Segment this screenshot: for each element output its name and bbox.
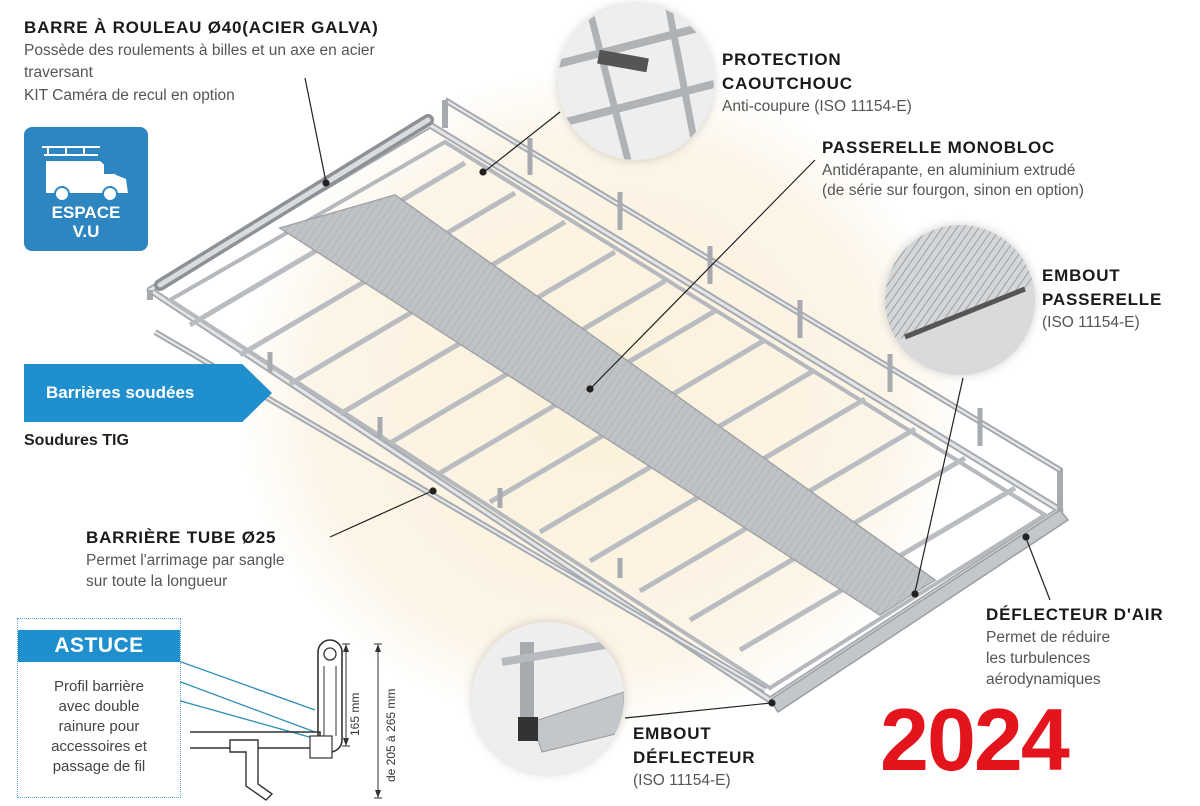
- deflector-end-desc: (ISO 11154-E): [633, 772, 731, 789]
- roller-bar-title: BARRE À ROULEAU Ø40(ACIER GALVA): [24, 18, 379, 37]
- van-icon: [42, 146, 128, 202]
- astuce-line-1: Profil barrière: [53, 678, 145, 695]
- rack-uprights: [267, 138, 983, 578]
- walkway-end-detail: [885, 225, 1035, 375]
- deflector-end-title-1: EMBOUT: [633, 724, 712, 743]
- walkway-end-title-1: EMBOUT: [1042, 266, 1121, 285]
- astuce-line-4: accessoires et: [51, 738, 147, 755]
- air-deflector-desc-2: les turbulences: [986, 650, 1091, 667]
- walkway-end-desc: (ISO 11154-E): [1042, 314, 1140, 331]
- rubber-protection-title-1: PROTECTION: [722, 50, 842, 69]
- barrier-profile-drawing: [180, 639, 382, 801]
- astuce-line-2: avec double: [58, 698, 140, 715]
- roller-bar-desc-2: traversant: [24, 64, 93, 81]
- tube-barrier-desc-2: sur toute la longueur: [86, 573, 228, 590]
- espace-vu-badge: ESPACE V.U: [24, 127, 148, 251]
- air-deflector-plate: [768, 508, 1070, 714]
- walkway-desc-2: (de série sur fourgon, sinon en option): [822, 182, 1084, 199]
- badge-line-2: V.U: [72, 222, 100, 241]
- rubber-protection-detail: [558, 4, 714, 160]
- air-deflector-desc-3: aérodynamiques: [986, 671, 1101, 688]
- deflector-end-detail: [472, 622, 624, 774]
- air-deflector-title: DÉFLECTEUR D'AIR: [986, 605, 1164, 624]
- astuce-title: ASTUCE: [18, 630, 180, 662]
- astuce-text: Profil barrière avec double rainure pour…: [26, 677, 172, 777]
- astuce-line-3: rainure pour: [58, 718, 140, 735]
- rubber-protection-title-2: CAOUTCHOUC: [722, 74, 853, 93]
- rubber-protection-desc: Anti-coupure (ISO 11154-E): [722, 98, 912, 115]
- tube-barrier-title: BARRIÈRE TUBE Ø25: [86, 528, 277, 547]
- badge-line-1: ESPACE: [51, 203, 121, 222]
- walkway-end-title-2: PASSERELLE: [1042, 290, 1163, 309]
- walkway-desc-1: Antidérapante, en aluminium extrudé: [822, 162, 1076, 179]
- welded-barriers-label: Barrières soudées: [46, 383, 195, 402]
- leader-lines: [304, 77, 1051, 719]
- deflector-end-title-2: DÉFLECTEUR: [633, 748, 756, 767]
- dimension-165: 165 mm: [348, 692, 362, 736]
- astuce-line-5: passage de fil: [52, 758, 146, 775]
- welded-barriers-banner: Barrières soudées: [24, 364, 272, 422]
- dimension-range: de 205 à 265 mm: [384, 688, 398, 782]
- tig-welding-label: Soudures TIG: [24, 432, 129, 449]
- roller-bar-desc-1: Possède des roulements à billes et un ax…: [24, 42, 375, 59]
- roller-bar-desc-3: KIT Caméra de recul en option: [24, 87, 235, 104]
- year-label: 2024: [880, 690, 1070, 789]
- air-deflector-desc-1: Permet de réduire: [986, 629, 1111, 646]
- astuce-box: ASTUCE Profil barrière avec double rainu…: [17, 618, 181, 798]
- tube-barrier-desc-1: Permet l'arrimage par sangle: [86, 552, 285, 569]
- walkway-title: PASSERELLE MONOBLOC: [822, 138, 1056, 157]
